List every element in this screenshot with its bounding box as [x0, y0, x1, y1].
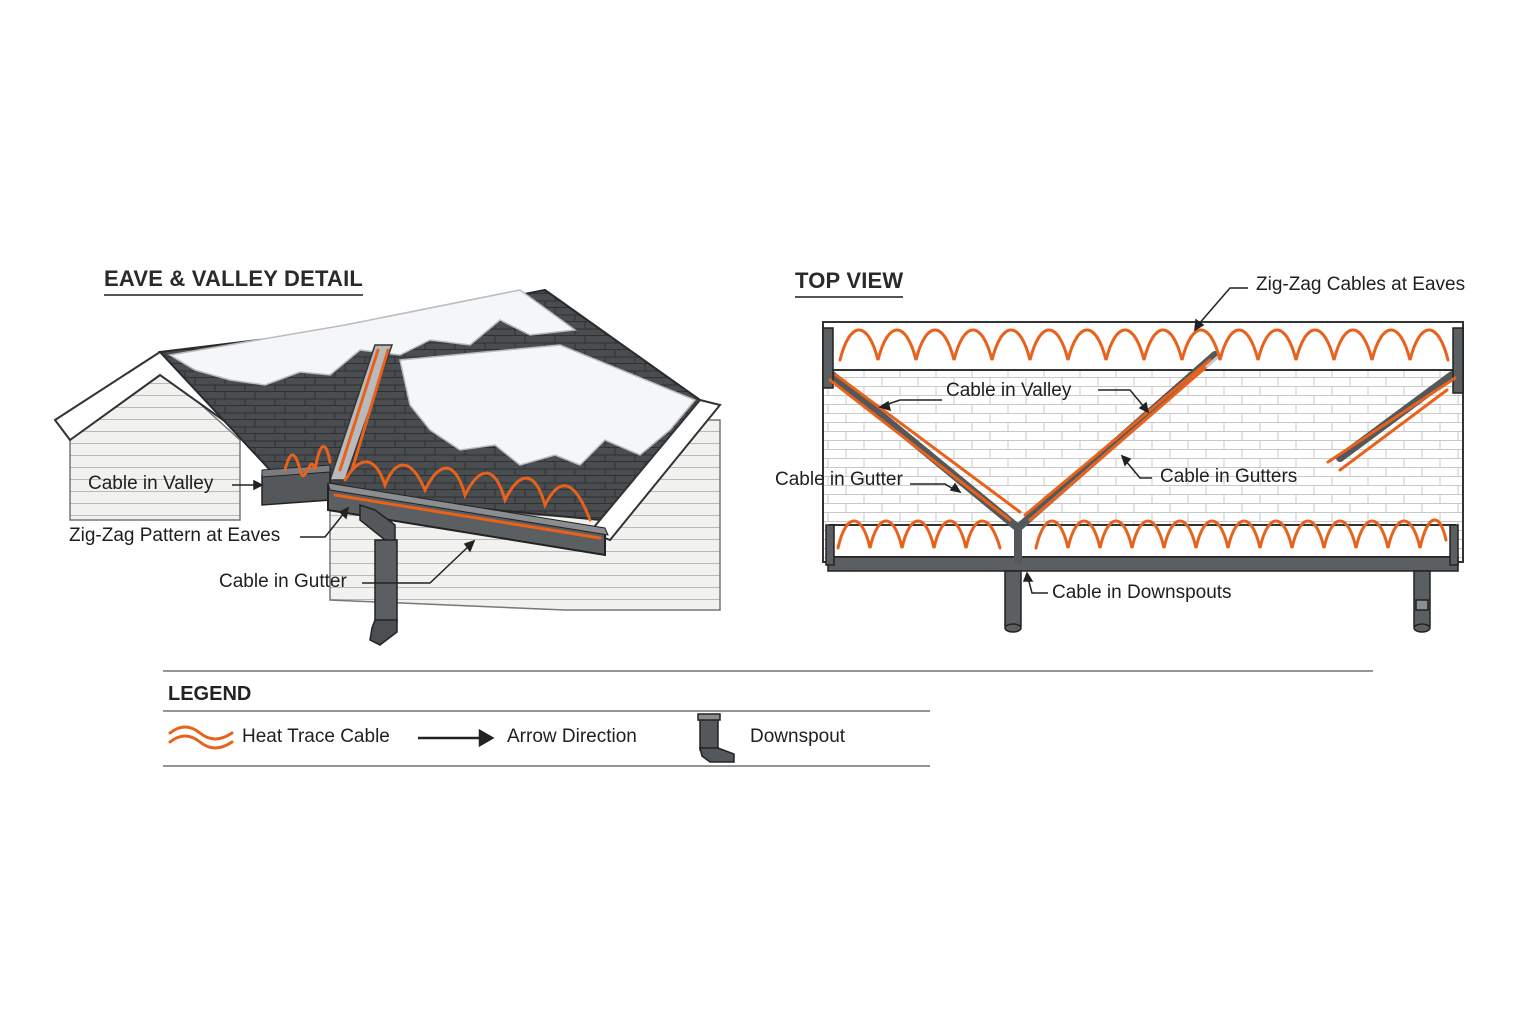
top-view-title: TOP VIEW — [795, 268, 904, 298]
eave-gutter — [327, 482, 609, 557]
label-cable-in-valley-left: Cable in Valley — [88, 473, 214, 494]
heat-trace-wave-icon — [168, 725, 234, 750]
legend-item-heat-trace: Heat Trace Cable — [242, 726, 390, 747]
left-leader-lines — [232, 479, 476, 584]
label-cable-in-gutter-top: Cable in Gutter — [775, 469, 903, 490]
top-view-downspouts — [1004, 570, 1431, 633]
arrow-right-icon — [418, 728, 495, 748]
heat-trace-cable-left — [283, 348, 602, 540]
legend-item-downspout: Downspout — [750, 726, 846, 747]
label-cable-in-downspouts: Cable in Downspouts — [1052, 582, 1232, 603]
top-view-corners — [822, 327, 1464, 566]
snow-cover — [167, 289, 697, 466]
legend-item-arrow-direction: Arrow Direction — [507, 726, 637, 747]
legend-rules — [163, 670, 1373, 767]
label-cable-in-valley-top: Cable in Valley — [946, 380, 1072, 401]
downspout-icon — [697, 713, 735, 763]
label-zigzag-cables-eaves: Zig-Zag Cables at Eaves — [1256, 274, 1466, 295]
downspout-left — [359, 503, 398, 646]
right-gable-trim — [588, 398, 722, 542]
eave-valley-title: EAVE & VALLEY DETAIL — [104, 266, 364, 296]
heat-trace-cable-top-view — [828, 328, 1457, 550]
legend-title: LEGEND — [168, 683, 252, 705]
top-view-leader-lines — [878, 287, 1248, 594]
label-cable-in-gutters: Cable in Gutters — [1160, 466, 1298, 487]
label-zigzag-pattern-eaves: Zig-Zag Pattern at Eaves — [69, 525, 281, 546]
label-cable-in-gutter-left: Cable in Gutter — [219, 571, 347, 592]
valley-box — [261, 464, 331, 506]
